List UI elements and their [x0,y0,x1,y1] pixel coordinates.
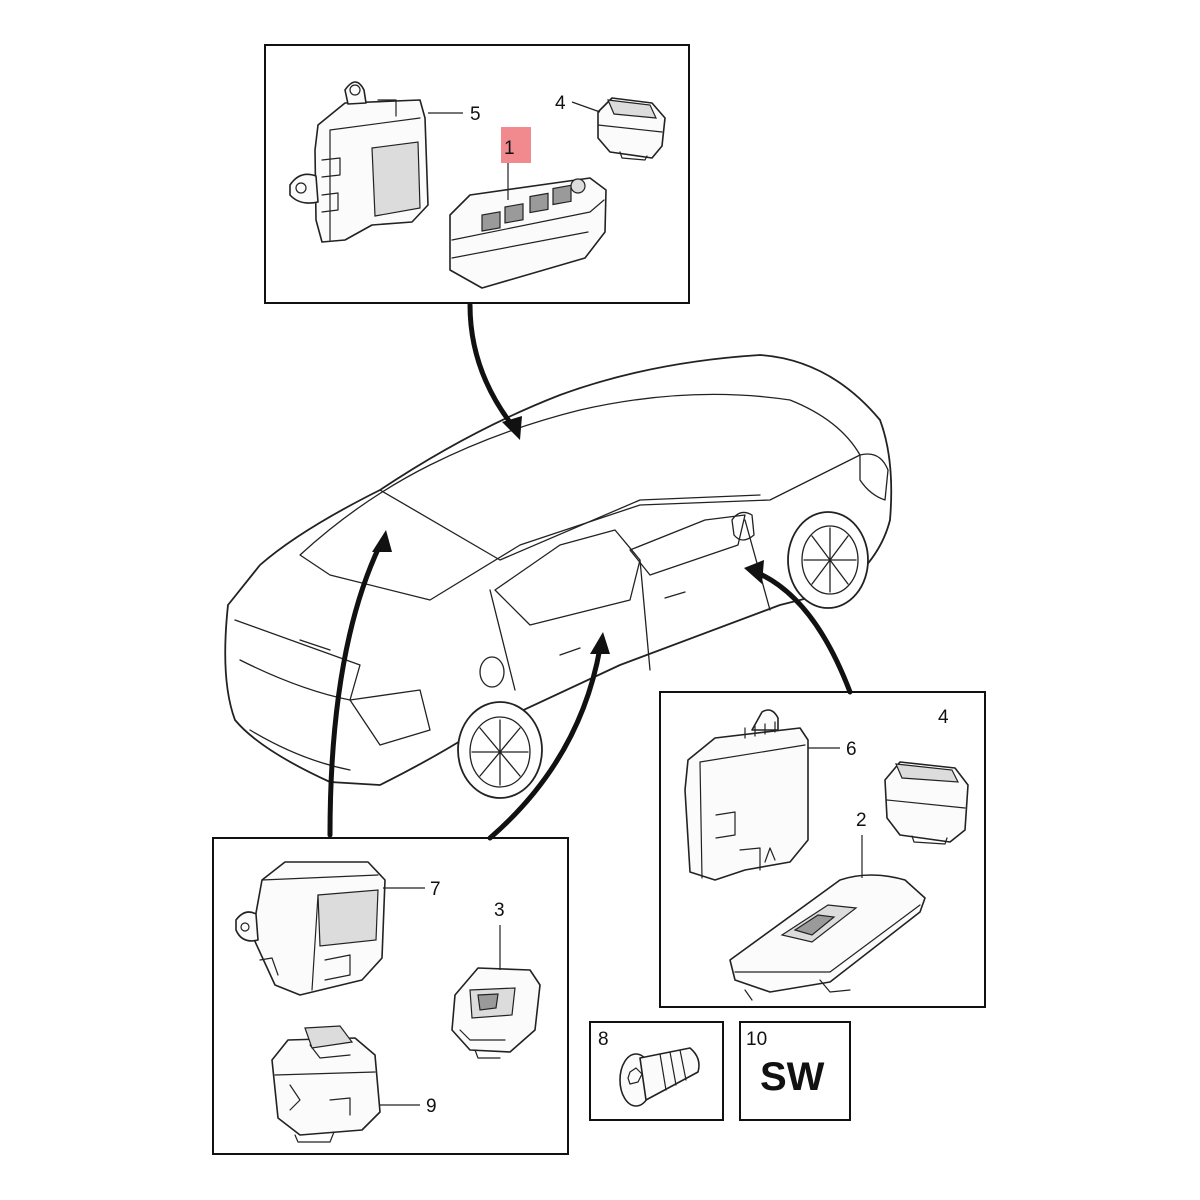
part-8-label: 8 [598,1029,609,1050]
part-1-label: 1 [504,138,515,159]
part-9-label: 9 [426,1096,437,1117]
part-3-window-switch [451,967,541,1059]
part-4-top-label: 4 [555,93,566,114]
callout-arrows [327,302,853,841]
rear-wheel [457,701,543,799]
part-7-module [235,861,386,996]
part-2-label: 2 [856,810,867,831]
car-illustration [224,354,893,799]
part-4-switch-right [884,761,969,845]
part-10-label: 10 [746,1029,767,1050]
bottom-left-parts-frame [212,837,569,1155]
right-parts-frame [659,691,986,1008]
part-2-window-switch [729,874,926,1001]
part-1-highlight [501,127,531,163]
part-8-screw [619,1047,700,1107]
top-parts-frame [264,44,690,304]
part-4-switch-top [597,97,666,161]
part-7-label: 7 [430,879,441,900]
part-9-switch [271,1025,381,1143]
front-wheel [787,511,869,609]
part-6-module [684,709,809,881]
arrow-top-to-car [467,302,515,428]
part-1-window-switch-panel [449,177,607,289]
part-5-label: 5 [470,104,481,125]
part-6-label: 6 [846,739,857,760]
part-10-sw-text: SW [760,1055,825,1099]
part-4-right-label: 4 [938,707,949,728]
part-3-label: 3 [494,900,505,921]
arrow-right-box-to-car [757,571,853,695]
arrow-rear-door-to-car [487,645,603,841]
part-10-frame [739,1021,851,1121]
part-5-control-module [289,81,429,243]
arrow-rear-left-to-car [327,542,383,838]
part-4-top-leader [571,101,601,113]
part-8-frame [589,1021,724,1121]
